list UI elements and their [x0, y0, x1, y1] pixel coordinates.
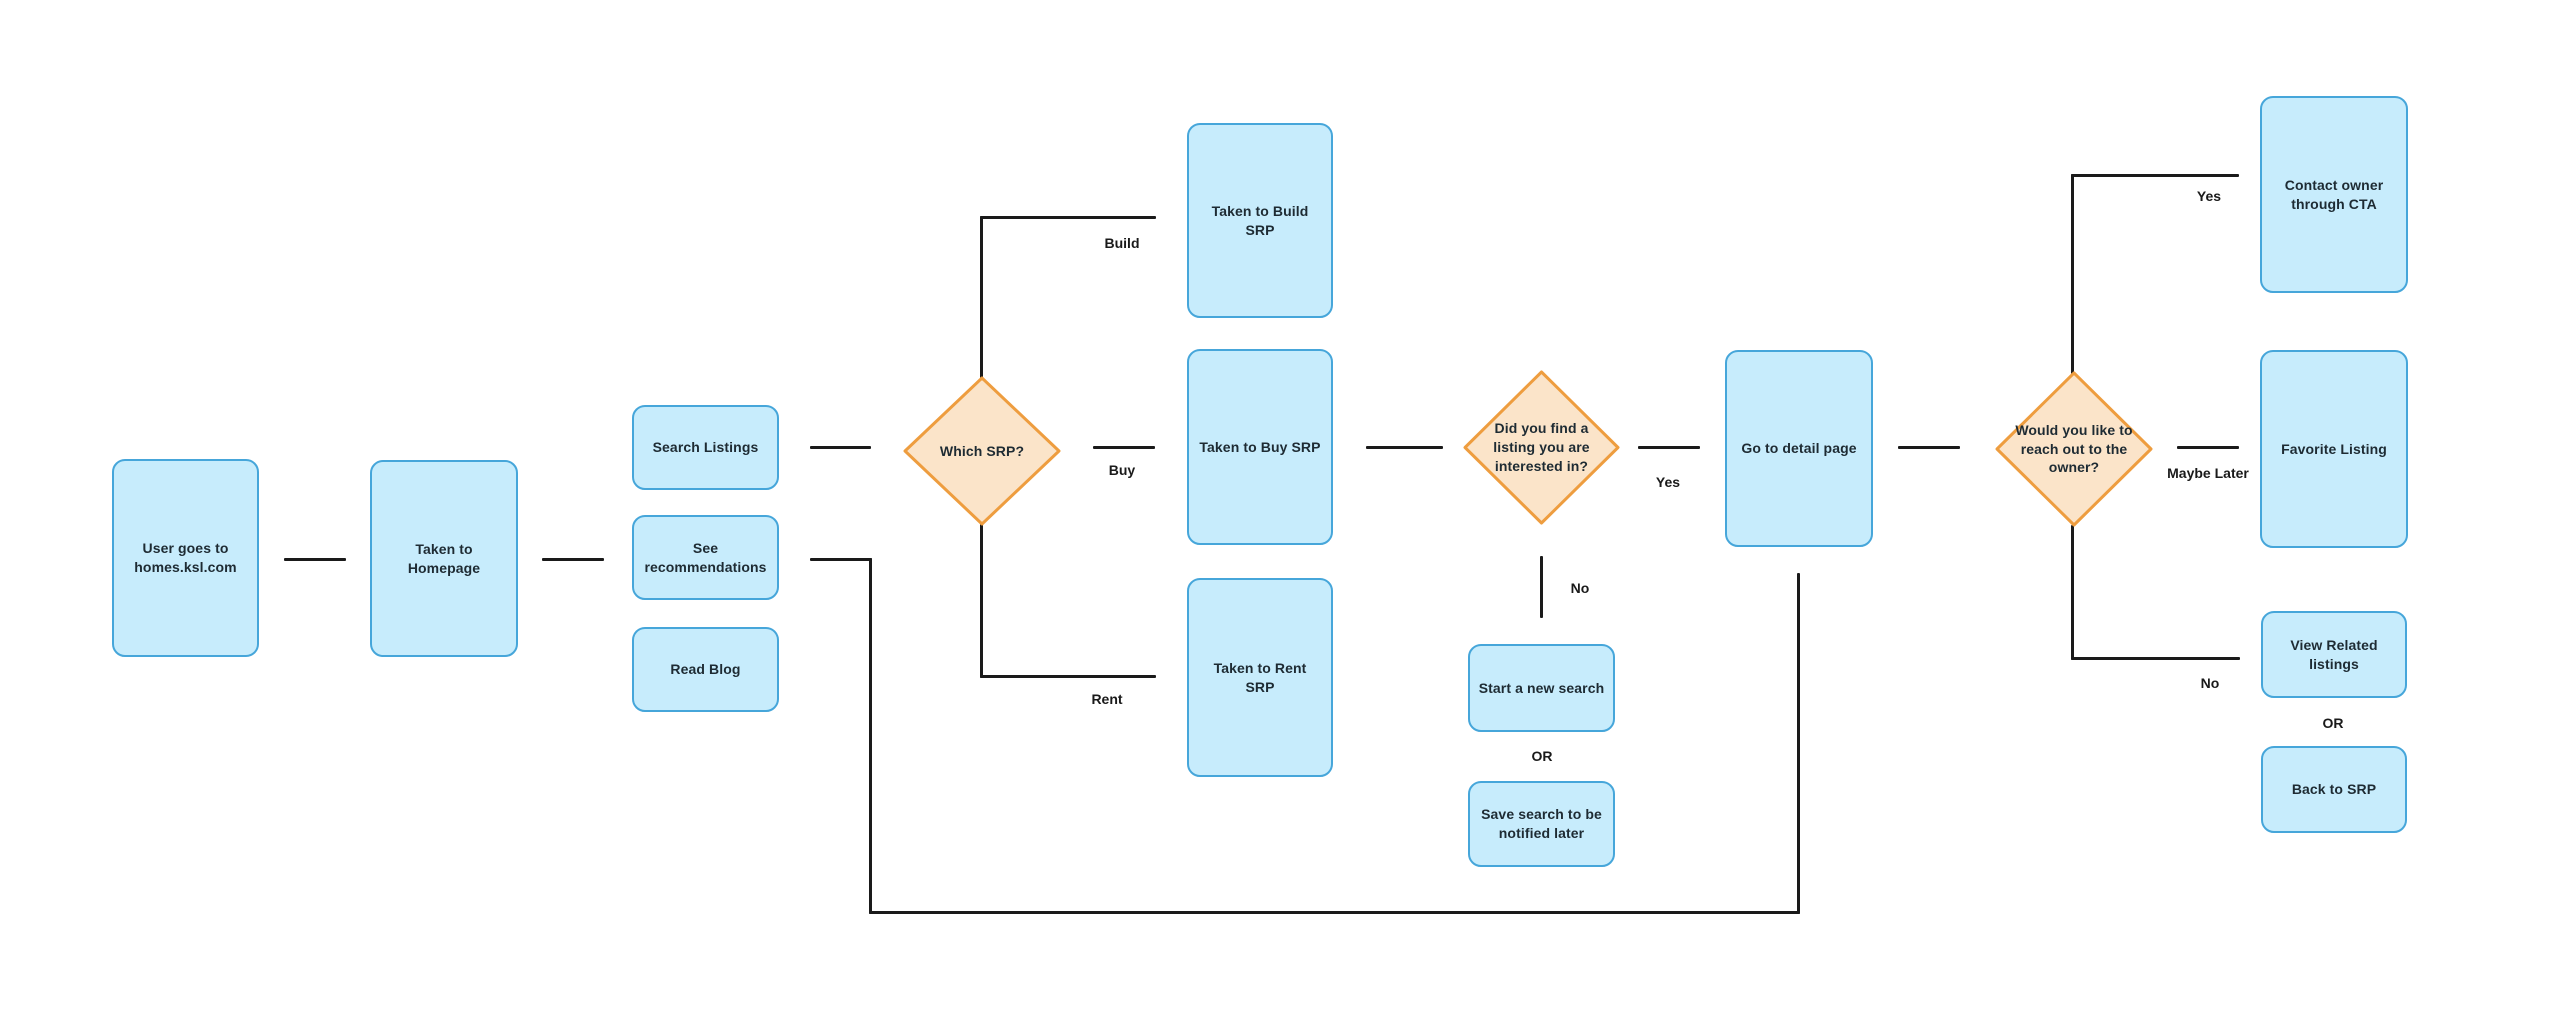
edge-label-no-owner: No	[2200, 675, 2220, 691]
node-see-recommendations: See recommendations	[632, 515, 779, 600]
decision-diamond-shape	[1995, 371, 2153, 527]
node-read-blog: Read Blog	[632, 627, 779, 712]
edge-buysrp-to-didfind	[1366, 446, 1443, 449]
node-back-to-srp: Back to SRP	[2261, 746, 2407, 833]
node-taken-to-buy-srp: Taken to Buy SRP	[1187, 349, 1333, 545]
node-taken-to-build-srp: Taken to Build SRP	[1187, 123, 1333, 318]
node-taken-to-homepage: Taken to Homepage	[370, 460, 518, 657]
decision-diamond-shape	[1463, 370, 1620, 525]
node-label-view-related-listings: View Related listings	[2290, 636, 2378, 672]
node-label-taken-to-buy-srp: Taken to Buy SRP	[1199, 438, 1321, 455]
node-go-to-detail-page: Go to detail page	[1725, 350, 1873, 547]
edge-build-horizontal	[980, 216, 1156, 219]
node-label-taken-to-build-srp: Taken to Build SRP	[1211, 202, 1309, 238]
edge-label-maybe-later: Maybe Later	[2167, 465, 2249, 481]
edge-label-build: Build	[1104, 235, 1140, 251]
edge-label-or-related: OR	[2322, 715, 2344, 731]
edge-rent-vertical	[980, 524, 983, 678]
node-label-which-srp: Which SRP?	[939, 442, 1025, 459]
edge-label-rent: Rent	[1091, 691, 1123, 707]
node-label-go-to-detail-page: Go to detail page	[1741, 440, 1857, 457]
node-label-search-listings: Search Listings	[652, 439, 759, 456]
edge-rent-horizontal	[980, 675, 1156, 678]
node-label-favorite-listing: Favorite Listing	[2281, 440, 2387, 457]
edge-no-owner-vertical	[2071, 525, 2074, 660]
edge-no-to-newsearch	[1540, 556, 1543, 618]
edge-label-no-listing: No	[1570, 580, 1590, 596]
node-label-start-a-new-search: Start a new search	[1478, 679, 1605, 696]
edge-buy	[1093, 446, 1155, 449]
node-label-user-goes-to-homes: User goes to homes.ksl.com	[134, 540, 237, 575]
node-label-did-you-find-listing: Did you find a listing you are intereste…	[1493, 420, 1590, 474]
edge-label-yes-listing: Yes	[1655, 474, 1681, 490]
edge-label-yes-owner: Yes	[2196, 188, 2222, 204]
edge-homepage-to-options	[542, 558, 604, 561]
edge-user-to-homepage	[284, 558, 346, 561]
edge-yes-owner-vertical	[2071, 174, 2074, 374]
edge-build-vertical	[980, 216, 983, 378]
edge-label-or-search: OR	[1531, 748, 1553, 764]
edge-search-to-whichsrp	[810, 446, 871, 449]
node-taken-to-rent-srp: Taken to Rent SRP	[1187, 578, 1333, 777]
edge-detail-to-reachout	[1898, 446, 1960, 449]
node-label-see-recommendations: See recommendations	[644, 539, 767, 575]
edge-yes-owner-horizontal	[2071, 174, 2239, 177]
node-did-you-find-listing: Did you find a listing you are intereste…	[1463, 370, 1620, 525]
node-start-a-new-search: Start a new search	[1468, 644, 1615, 732]
node-label-contact-owner-cta: Contact owner through CTA	[2284, 176, 2384, 212]
edge-label-buy: Buy	[1108, 462, 1136, 478]
node-label-would-you-reach-out: Would you like to reach out to the owner…	[2015, 421, 2133, 476]
node-view-related-listings: View Related listings	[2261, 611, 2407, 698]
edge-recs-horizontal	[810, 558, 872, 561]
edge-no-owner-horizontal	[2071, 657, 2240, 660]
node-label-save-search-notified: Save search to be notified later	[1481, 806, 1602, 841]
edge-recs-vertical-up-detail	[1797, 573, 1800, 914]
edge-recs-bottom-run	[869, 911, 1800, 914]
node-label-read-blog: Read Blog	[670, 661, 741, 678]
node-label-taken-to-rent-srp: Taken to Rent SRP	[1213, 659, 1307, 695]
node-label-taken-to-homepage: Taken to Homepage	[407, 540, 481, 576]
node-contact-owner-cta: Contact owner through CTA	[2260, 96, 2408, 293]
node-user-goes-to-homes: User goes to homes.ksl.com	[112, 459, 259, 657]
edge-yes-to-detail	[1638, 446, 1700, 449]
node-which-srp: Which SRP?	[903, 376, 1061, 526]
node-search-listings: Search Listings	[632, 405, 779, 490]
node-label-back-to-srp: Back to SRP	[2291, 781, 2377, 798]
node-favorite-listing: Favorite Listing	[2260, 350, 2408, 548]
node-would-you-reach-out: Would you like to reach out to the owner…	[1995, 371, 2153, 527]
decision-diamond-shape	[903, 376, 1061, 526]
edge-maybe-later	[2177, 446, 2239, 449]
node-save-search-notified: Save search to be notified later	[1468, 781, 1615, 867]
edge-recs-vertical-down	[869, 558, 872, 914]
